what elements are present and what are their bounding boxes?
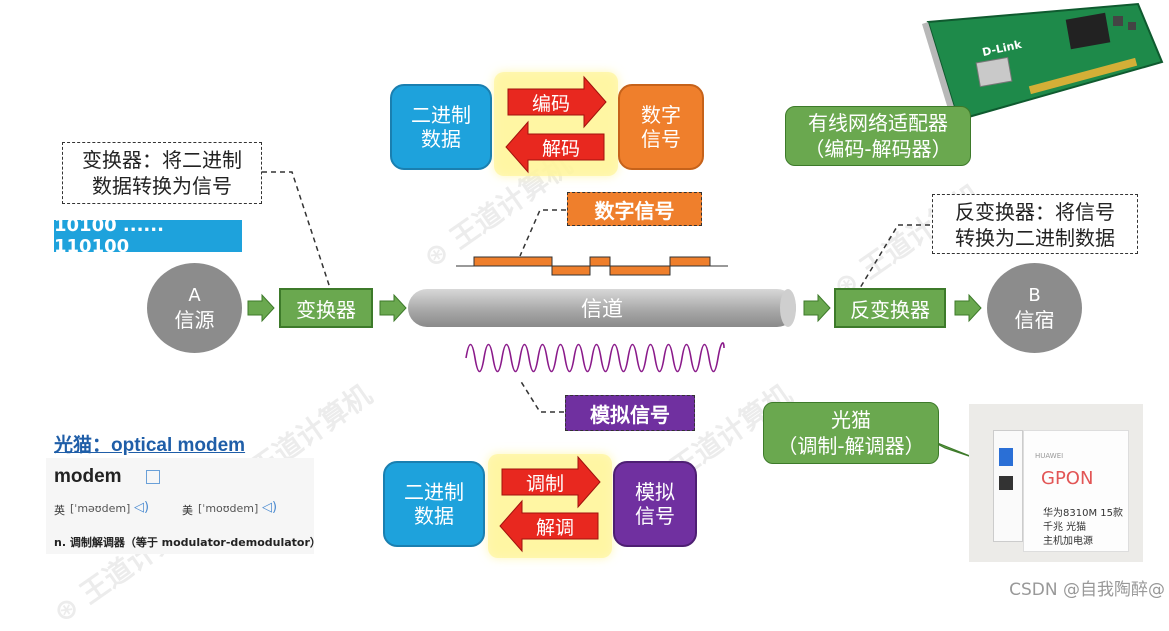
modem-port bbox=[999, 476, 1013, 490]
encode-label: 编码 bbox=[531, 92, 570, 115]
network-card-image: D-Link bbox=[918, 2, 1168, 124]
modem-caption: 华为8310M 15款 bbox=[1043, 508, 1123, 519]
bubble-line: （编码-解码器） bbox=[804, 137, 952, 161]
pipe-end bbox=[780, 289, 796, 327]
callout-line: 转换为二进制数据 bbox=[955, 226, 1115, 250]
csdn-credit: CSDN @自我陶醉@ bbox=[1009, 580, 1165, 600]
us-phonetic: [ˈmoʊdem] bbox=[198, 502, 259, 515]
converter-callout: 变换器：将二进制 数据转换为信号 bbox=[62, 142, 262, 204]
callout-line: 反变换器：将信号 bbox=[955, 200, 1115, 224]
callout-line: 变换器：将二进制 bbox=[82, 148, 242, 172]
source-letter: A bbox=[188, 285, 201, 306]
modem-model: GPON bbox=[1041, 468, 1094, 489]
box-line: 信号 bbox=[635, 504, 675, 528]
box-line: 二进制 bbox=[411, 103, 471, 127]
binary-data-strip: 10100 ...... 110100 bbox=[54, 215, 242, 257]
binary-data-box-bottom: 二进制 数据 bbox=[383, 461, 485, 547]
source-label: 信源 bbox=[174, 308, 215, 332]
speaker-icon[interactable]: ◁) bbox=[262, 500, 278, 515]
inverse-converter-callout: 反变换器：将信号 转换为二进制数据 bbox=[932, 194, 1138, 254]
box-line: 数字 bbox=[641, 103, 681, 127]
demodulate-label: 解调 bbox=[535, 516, 574, 539]
modem-port-blue bbox=[999, 448, 1013, 466]
definition-panel bbox=[46, 458, 314, 554]
analog-signal-tag: 模拟信号 bbox=[565, 395, 695, 431]
channel-label: 信道 bbox=[581, 297, 623, 321]
modulate-label: 调制 bbox=[525, 472, 564, 495]
modem-front bbox=[1023, 430, 1129, 552]
modem-brand: HUAWEI bbox=[1035, 452, 1064, 460]
definition-word: modem bbox=[54, 466, 122, 487]
bubble-line: 有线网络适配器 bbox=[808, 111, 948, 135]
box-line: 数据 bbox=[421, 127, 461, 151]
box-line: 数据 bbox=[414, 504, 454, 528]
binary-data-box-top: 二进制 数据 bbox=[390, 84, 492, 170]
analog-signal-box: 模拟 信号 bbox=[613, 461, 697, 547]
digital-signal-tag: 数字信号 bbox=[567, 192, 702, 226]
bookmark-icon[interactable] bbox=[146, 470, 160, 484]
channel-pipe: 信道 bbox=[408, 289, 796, 327]
definition-meaning: n. 调制解调器（等于 modulator-demodulator） bbox=[54, 536, 321, 549]
decode-label: 解码 bbox=[541, 137, 580, 160]
digital-signal-box: 数字 信号 bbox=[618, 84, 704, 170]
uk-pron-label: 英 bbox=[54, 504, 65, 517]
converter-box: 变换器 bbox=[279, 288, 373, 328]
source-node: A 信源 bbox=[147, 263, 242, 353]
modem-caption: 主机加电源 bbox=[1043, 536, 1093, 547]
modem-caption: 千兆 光猫 bbox=[1043, 522, 1087, 533]
box-line: 信号 bbox=[641, 127, 681, 151]
nic-drawing bbox=[922, 2, 1164, 122]
speaker-icon[interactable]: ◁) bbox=[134, 500, 150, 515]
optical-modem-bubble: 光猫 （调制-解调器） bbox=[763, 402, 939, 464]
optical-modem-photo: HUAWEI GPON 华为8310M 15款 千兆 光猫 主机加电源 bbox=[969, 404, 1143, 562]
box-line: 模拟 bbox=[635, 480, 675, 504]
digital-waveform bbox=[456, 256, 728, 276]
callout-line: 数据转换为信号 bbox=[92, 174, 232, 198]
uk-phonetic: [ˈməʊdem] bbox=[70, 502, 131, 515]
bubble-line: （调制-解调器） bbox=[777, 434, 925, 458]
us-pron-label: 美 bbox=[182, 504, 193, 517]
sink-label: 信宿 bbox=[1014, 308, 1055, 332]
sink-node: B 信宿 bbox=[987, 263, 1082, 353]
box-line: 二进制 bbox=[404, 480, 464, 504]
sink-letter: B bbox=[1028, 285, 1041, 306]
bubble-line: 光猫 bbox=[831, 408, 871, 432]
analog-waveform bbox=[465, 342, 725, 373]
inverse-converter-box: 反变换器 bbox=[834, 288, 946, 328]
definition-heading: 光猫：optical modem bbox=[54, 435, 246, 456]
network-adapter-bubble: 有线网络适配器 （编码-解码器） bbox=[785, 106, 971, 166]
